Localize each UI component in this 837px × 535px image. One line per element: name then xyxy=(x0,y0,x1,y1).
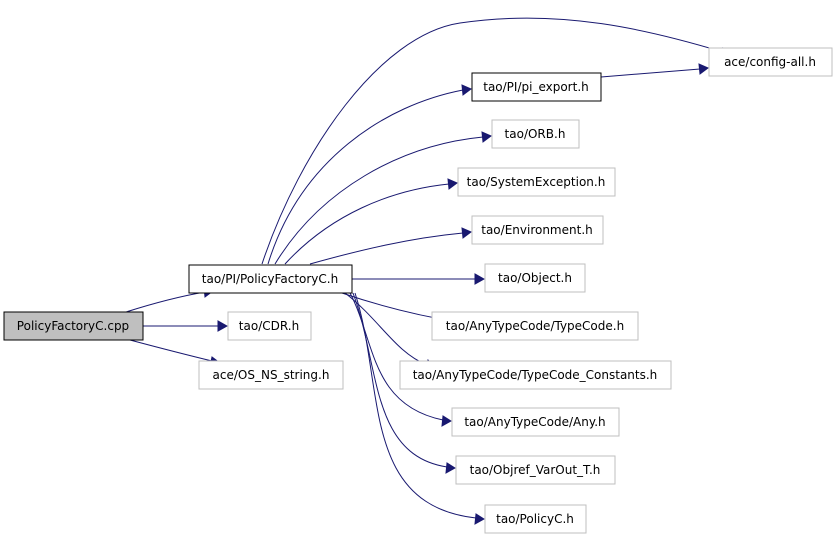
node-cdr-h[interactable]: tao/CDR.h xyxy=(227,311,312,341)
node-label: ace/OS_NS_string.h xyxy=(213,368,330,382)
node-config-all-h[interactable]: ace/config-all.h xyxy=(708,47,833,77)
edge-policyfactoryc-cpp-to-cdr-h xyxy=(143,320,229,332)
edge-policyfactoryc-h-to-pi-export-h xyxy=(267,84,472,265)
edge-policyfactoryc-h-to-any-h xyxy=(349,292,452,427)
node-policyfactoryc-h[interactable]: tao/PI/PolicyFactoryC.h xyxy=(188,264,353,294)
node-systemexception-h[interactable]: tao/SystemException.h xyxy=(457,167,616,197)
node-label: tao/ORB.h xyxy=(505,127,566,141)
node-objref-varout-t-h[interactable]: tao/Objref_VarOut_T.h xyxy=(455,455,616,485)
node-os-ns-string-h[interactable]: ace/OS_NS_string.h xyxy=(198,360,344,390)
node-layer: PolicyFactoryC.cpp tao/PI/PolicyFactoryC… xyxy=(3,47,833,534)
node-label: tao/Environment.h xyxy=(481,223,593,237)
node-label: tao/AnyTypeCode/TypeCode_Constants.h xyxy=(413,368,658,382)
node-policyfactoryc-cpp[interactable]: PolicyFactoryC.cpp xyxy=(3,311,144,341)
node-label: tao/PolicyC.h xyxy=(496,512,574,526)
edge-policyfactoryc-h-to-environment-h xyxy=(309,227,472,265)
node-label: tao/Objref_VarOut_T.h xyxy=(470,463,601,477)
node-label: ace/config-all.h xyxy=(724,55,816,69)
node-policyc-h[interactable]: tao/PolicyC.h xyxy=(484,504,587,534)
node-object-h[interactable]: tao/Object.h xyxy=(484,263,586,293)
node-typecode-h[interactable]: tao/AnyTypeCode/TypeCode.h xyxy=(431,311,639,341)
node-label: tao/SystemException.h xyxy=(467,175,606,189)
edge-policyfactoryc-h-to-policyc-h xyxy=(354,292,485,525)
edge-policyfactoryc-h-to-systemexception-h xyxy=(284,178,458,265)
edge-policyfactoryc-h-to-objref-varout-t-h xyxy=(352,292,456,474)
edge-pi-export-h-to-config-all-h xyxy=(600,63,709,78)
node-label: tao/PI/PolicyFactoryC.h xyxy=(202,272,338,286)
node-label: tao/AnyTypeCode/Any.h xyxy=(464,415,605,429)
node-label: tao/AnyTypeCode/TypeCode.h xyxy=(446,319,624,333)
edge-policyfactoryc-h-to-object-h xyxy=(352,273,486,285)
node-pi-export-h[interactable]: tao/PI/pi_export.h xyxy=(471,72,602,102)
node-label: PolicyFactoryC.cpp xyxy=(17,319,129,333)
node-label: tao/CDR.h xyxy=(239,319,299,333)
node-label: tao/PI/pi_export.h xyxy=(483,80,589,94)
edge-policyfactoryc-h-to-orb-h xyxy=(274,131,492,265)
node-any-h[interactable]: tao/AnyTypeCode/Any.h xyxy=(451,407,620,437)
node-orb-h[interactable]: tao/ORB.h xyxy=(491,119,580,149)
node-typecode-constants-h[interactable]: tao/AnyTypeCode/TypeCode_Constants.h xyxy=(399,360,672,390)
node-label: tao/Object.h xyxy=(498,271,572,285)
node-environment-h[interactable]: tao/Environment.h xyxy=(471,215,604,245)
